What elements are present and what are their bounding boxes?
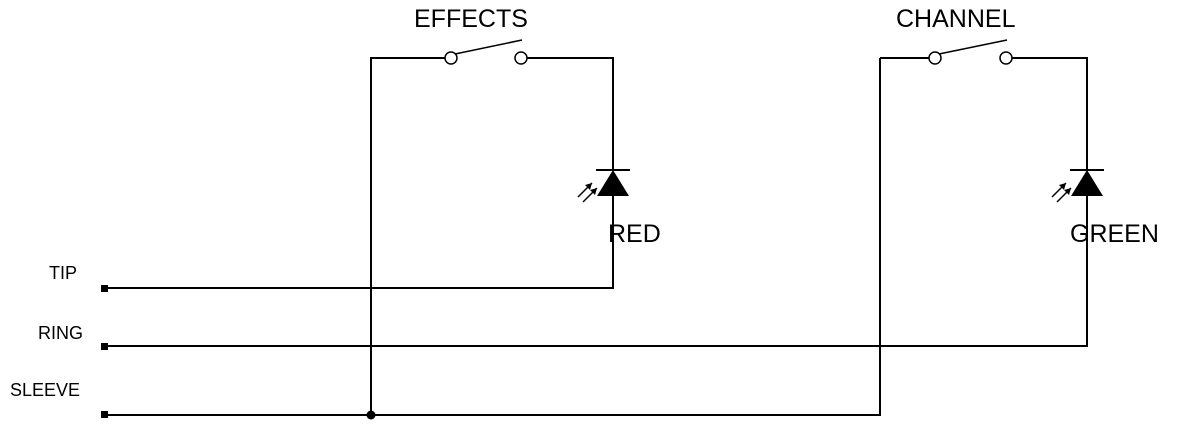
effects-switch	[444, 39, 528, 65]
green-led-label: GREEN	[1070, 220, 1159, 248]
effects-right-wire	[527, 57, 614, 170]
ring-terminal	[101, 343, 108, 350]
ring-terminal-label: RING	[38, 323, 83, 343]
sleeve-wire	[108, 58, 881, 416]
tip-terminal	[101, 285, 108, 292]
channel-switch-contact-right	[999, 51, 1013, 65]
red-led-icon	[577, 169, 630, 203]
ring-wire	[108, 196, 1088, 347]
effects-switch-contact-left	[444, 51, 458, 65]
effects-switch-contact-right	[514, 51, 528, 65]
channel-right-wire	[1012, 57, 1088, 170]
effects-switch-label: EFFECTS	[414, 5, 528, 33]
effects-left-wire	[370, 57, 445, 415]
channel-switch	[928, 39, 1013, 65]
sleeve-terminal	[101, 411, 108, 418]
green-led-icon	[1051, 169, 1104, 203]
channel-switch-contact-left	[928, 51, 942, 65]
channel-switch-label: CHANNEL	[896, 5, 1016, 33]
effects-switch-lever	[454, 39, 523, 55]
sleeve-terminal-label: SLEEVE	[10, 380, 80, 400]
tip-wire	[108, 196, 614, 289]
red-led-label: RED	[608, 220, 661, 248]
tip-terminal-label: TIP	[49, 263, 77, 283]
channel-switch-lever	[938, 39, 1008, 55]
